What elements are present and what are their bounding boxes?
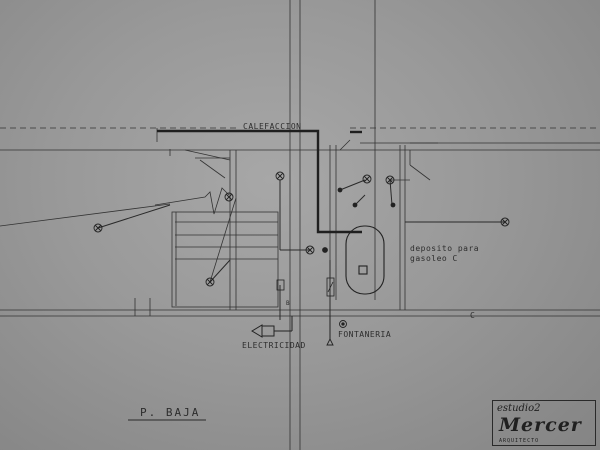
stamp-studio: estudio2: [497, 403, 541, 414]
label-deposito-1: deposito para: [410, 244, 480, 253]
lamp-icon: [500, 217, 510, 227]
breaker-box-icon: [276, 279, 285, 291]
floor-title: P. BAJA: [140, 406, 201, 419]
wire: [339, 179, 366, 191]
switch-icon: [322, 247, 328, 253]
water-triangle-icon: [326, 337, 334, 346]
lamp-icon: [205, 277, 215, 287]
electricity-arrow-icon: [251, 324, 263, 338]
lamp-icon: [362, 174, 372, 184]
lamp-icon: [275, 171, 285, 181]
label-calefaccion: CALEFACCION: [243, 122, 302, 131]
architect-stamp: estudio2 Mercer ARQUITECTO: [492, 400, 596, 446]
stair-arrow: [209, 197, 237, 283]
switch-icon: [390, 202, 396, 208]
lamp-icon: [385, 175, 395, 185]
lamp-icon: [93, 223, 103, 233]
wire: [97, 204, 171, 229]
water-inlet-icon: [339, 320, 347, 328]
lamp-icon: [305, 245, 315, 255]
label-b-mark: B: [286, 300, 291, 307]
stairs: [171, 211, 279, 308]
meter-box-icon: [326, 277, 335, 297]
stamp-signature: Mercer: [499, 414, 582, 436]
wire: [209, 259, 231, 283]
switch-icon: [337, 187, 343, 193]
lamp-icon: [224, 192, 234, 202]
label-fontaneria: FONTANERIA: [338, 330, 392, 339]
label-deposito-2: gasoleo C: [410, 254, 458, 263]
heating-pipe: [157, 129, 362, 234]
switch-icon: [352, 202, 358, 208]
gasoil-tank-icon: [345, 225, 385, 295]
label-c-mark: C: [470, 311, 476, 320]
stamp-role: ARQUITECTO: [499, 438, 540, 444]
label-electricidad: ELECTRICIDAD: [242, 341, 306, 350]
break-line: [154, 187, 230, 215]
